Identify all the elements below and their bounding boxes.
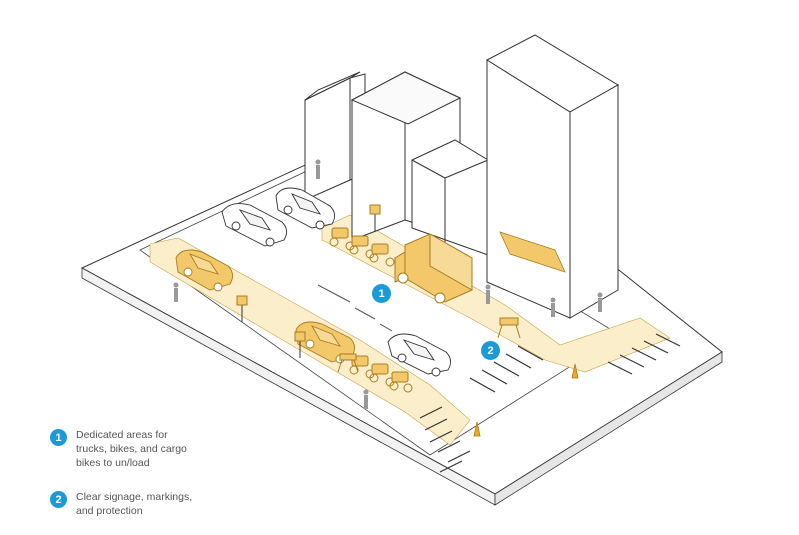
parked-car-white [275, 187, 335, 230]
pedestrian-icon [597, 292, 603, 312]
legend-badge: 1 [50, 429, 67, 446]
barricade [337, 353, 359, 373]
lane-markings [317, 284, 393, 332]
pedestrian-icon [173, 282, 179, 302]
map-marker-2: 2 [481, 341, 500, 360]
barricade [497, 317, 521, 339]
signpost [294, 331, 306, 358]
parked-car-white [387, 333, 451, 377]
storefront-awning [499, 231, 566, 273]
crosswalk-south [419, 406, 471, 473]
signpost [236, 295, 248, 322]
legend-item-2: 2 Clear signage, markings, and protectio… [50, 490, 260, 518]
platform-edge-right [494, 351, 723, 506]
legend-badge: 2 [50, 491, 67, 508]
legend-text: Dedicated areas for trucks, bikes, and c… [76, 429, 187, 469]
parked-car-white [221, 203, 287, 247]
crosswalk-east [607, 333, 681, 375]
legend-item-1: 1 Dedicated areas for trucks, bikes, and… [50, 428, 260, 470]
signpost [369, 204, 381, 232]
pedestrian-icon [315, 159, 321, 179]
crosswalk-middle [469, 345, 544, 393]
car-yellow [175, 249, 233, 292]
traffic-cone-icon [473, 421, 481, 437]
building-low [411, 139, 489, 256]
legend-text: Clear signage, markings, and protection [76, 491, 193, 517]
delivery-truck [394, 233, 473, 304]
map-marker-1: 1 [372, 284, 391, 303]
pedestrian-icon [485, 284, 491, 304]
traffic-cone-icon [571, 363, 579, 379]
pedestrian-icon [363, 389, 369, 409]
building-tower [485, 34, 619, 319]
cargo-bikes-front [329, 227, 395, 267]
pedestrian-icon [550, 297, 556, 317]
